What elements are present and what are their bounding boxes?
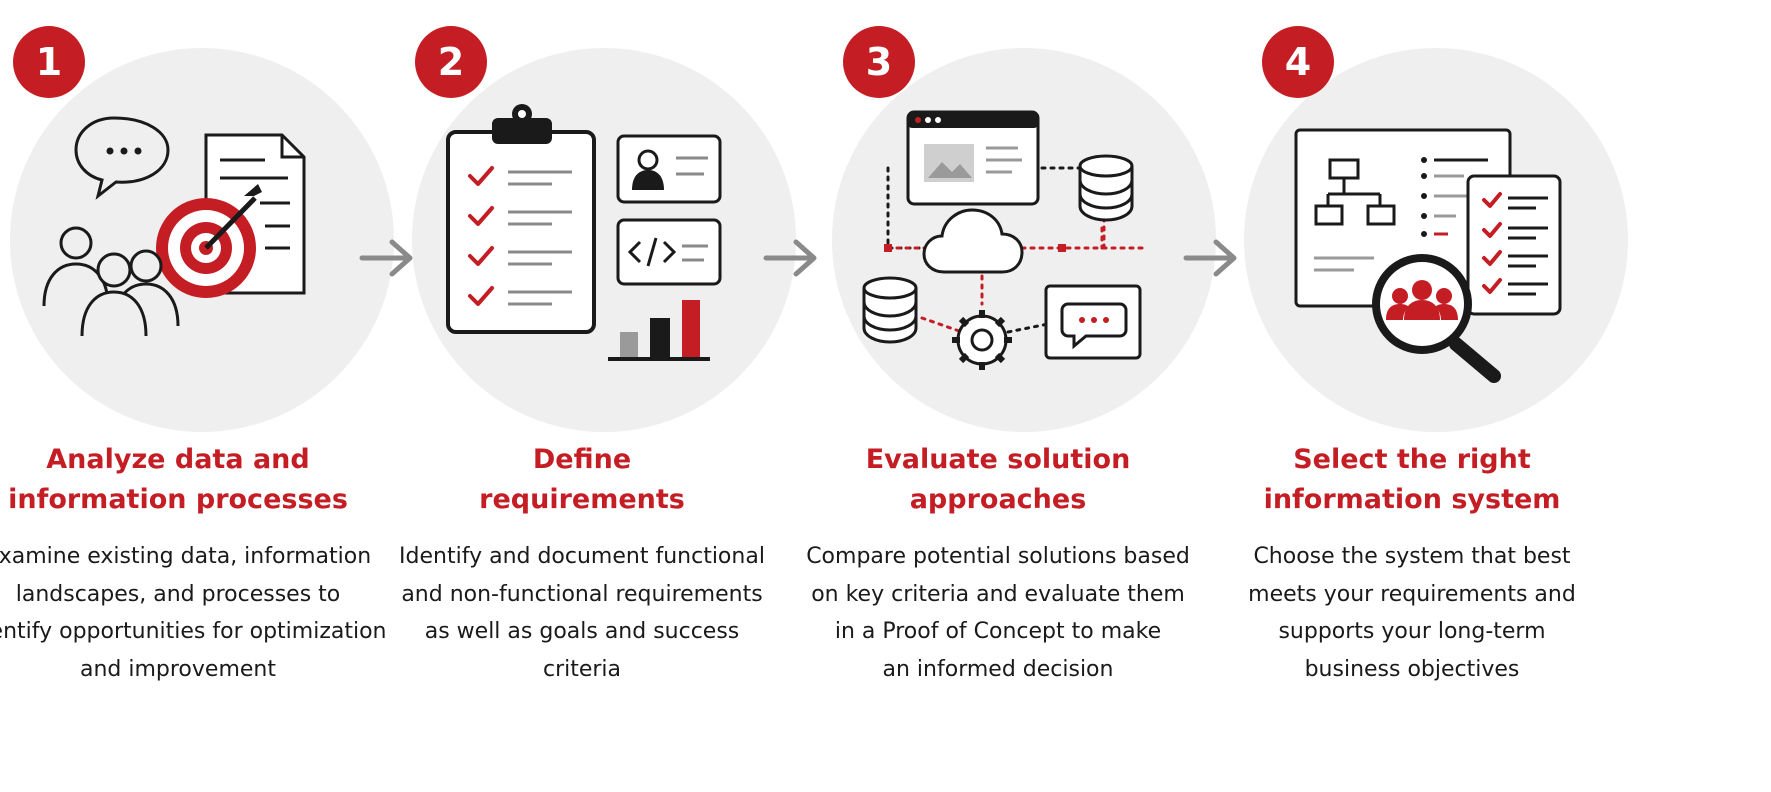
step-2-number-badge: 2 (415, 26, 487, 98)
step-3-desc-line4: an informed decision (882, 656, 1114, 682)
step-2-title-line1: Define (532, 444, 632, 475)
step-3-title-line1: Evaluate solution (865, 444, 1131, 475)
target-icon (156, 184, 262, 298)
step-4-illustration-svg (1294, 128, 1562, 383)
step-1-title: Analyze data and information processes (0, 440, 388, 520)
step-3-illustration (832, 48, 1216, 432)
step-4-description: Choose the system that best meets your r… (1202, 538, 1622, 688)
arrow-right-icon (1182, 236, 1242, 280)
step-4-title-line2: information system (1263, 484, 1561, 515)
step-3-desc-line2: on key criteria and evaluate them (811, 581, 1185, 607)
step-1-desc-line3: identify opportunities for optimization (0, 619, 387, 644)
step-4-title: Select the right information system (1202, 440, 1622, 520)
step-1-description: Examine existing data, information lands… (0, 538, 388, 688)
step-2-illustration-svg (446, 104, 722, 361)
database-icon (1078, 154, 1134, 222)
step-4-number-badge: 4 (1262, 26, 1334, 98)
step-4-title-line1: Select the right (1293, 444, 1531, 475)
cloud-icon (922, 208, 1024, 274)
code-card-icon (616, 218, 722, 286)
step-1-number-badge: 1 (13, 26, 85, 98)
step-4-desc-line3: supports your long-term (1278, 619, 1546, 644)
step-2-desc-line3: as well as goals and success (424, 619, 740, 644)
arrow-1-svg (359, 239, 413, 277)
checklist-document-icon (1466, 174, 1562, 316)
step-2-illustration (412, 48, 796, 432)
browser-window-icon (906, 110, 1040, 206)
step-3: 3 Evaluate solution approaches Compare p… (806, 0, 1242, 792)
bar-chart-icon (608, 300, 710, 361)
step-4: 4 Select the right information system Ch… (1244, 0, 1664, 792)
step-1-title-line1: Analyze data and (46, 444, 310, 475)
step-4-illustration (1244, 48, 1628, 432)
step-2-description: Identify and document functional and non… (372, 538, 792, 688)
arrow-3-svg (1183, 239, 1237, 277)
step-1-illustration (10, 48, 394, 432)
step-4-desc-line1: Choose the system that best (1253, 544, 1571, 569)
step-3-illustration-svg (862, 110, 1150, 370)
people-icon (42, 226, 180, 337)
arrow-right-icon (358, 236, 418, 280)
gear-icon (952, 310, 1012, 370)
step-4-desc-line4: business objectives (1304, 656, 1520, 682)
document-lines (220, 158, 290, 250)
step-2-desc-line1: Identify and document functional (399, 544, 765, 569)
step-2-desc-line4: criteria (542, 656, 622, 682)
connector-nodes (884, 244, 1066, 252)
arrow-2-svg (763, 239, 817, 277)
step-3-number-badge: 3 (843, 26, 915, 98)
step-3-description: Compare potential solutions based on key… (788, 538, 1208, 688)
step-3-desc-line1: Compare potential solutions based (806, 544, 1190, 569)
step-3-title: Evaluate solution approaches (788, 440, 1208, 520)
step-1: 1 Analyze data and information processes… (0, 0, 420, 792)
step-1-desc-line1: Examine existing data, information (0, 544, 372, 569)
step-4-desc-line2: meets your requirements and (1248, 581, 1576, 607)
speech-bubble-icon (74, 116, 170, 200)
chat-icon (1044, 284, 1142, 360)
step-2-desc-line2: and non-functional requirements (401, 581, 763, 607)
step-1-desc-line2: landscapes, and processes to (15, 581, 341, 607)
magnifier-team-icon (1372, 254, 1501, 383)
step-1-desc-line4: and improvement (79, 656, 276, 682)
step-2-title: Define requirements (372, 440, 792, 520)
step-1-illustration-svg (42, 116, 306, 337)
step-2-title-line2: requirements (479, 484, 685, 515)
database-icon (862, 276, 918, 344)
arrow-right-icon (762, 236, 822, 280)
speech-bubble-dots (106, 147, 142, 155)
profile-card-icon (616, 134, 722, 204)
clipboard-checklist-icon (446, 104, 596, 334)
step-2: 2 Define requirements Identify and docum… (399, 0, 822, 792)
step-3-title-line2: approaches (909, 484, 1087, 515)
step-1-title-line2: information processes (8, 484, 348, 515)
step-3-desc-line3: in a Proof of Concept to make (834, 619, 1162, 644)
